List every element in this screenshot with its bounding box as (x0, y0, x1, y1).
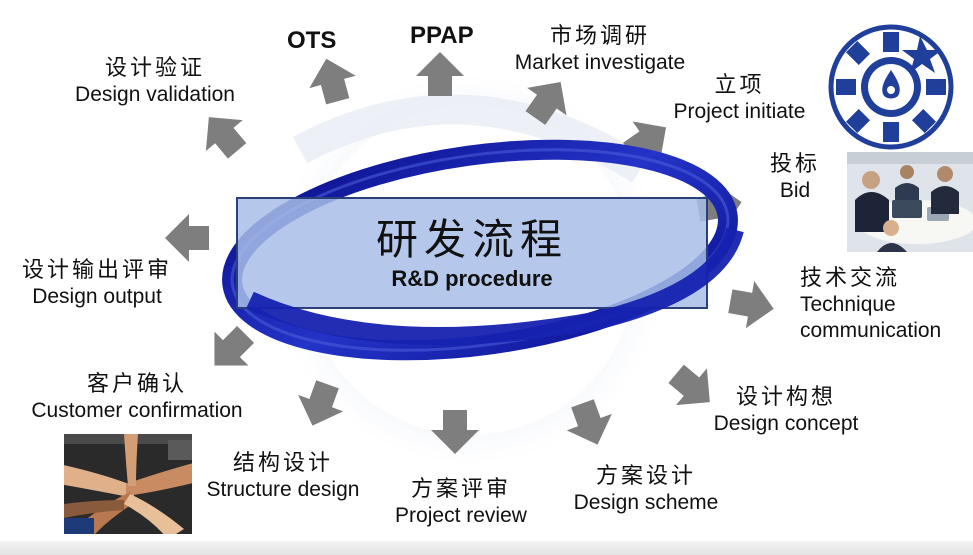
stacked-hands-photo (64, 434, 192, 534)
step-design-validation: 设计验证 Design validation (60, 56, 250, 108)
step-customer-confirmation: 客户确认 Customer confirmation (12, 372, 262, 424)
arrow-review (431, 410, 479, 454)
step-en: Design validation (75, 83, 235, 107)
company-emblem-icon (828, 24, 954, 150)
step-project-review: 方案评审 Project review (383, 477, 539, 529)
step-bid: 投标 Bid (760, 152, 830, 204)
step-market-investigate: 市场调研 Market investigate (500, 24, 700, 76)
flow-arrows (165, 52, 774, 454)
step-zh: 客户确认 (86, 372, 187, 397)
arrow-concept (668, 364, 710, 406)
ppap-label: PPAP (410, 22, 474, 49)
step-en: Bid (779, 179, 811, 203)
step-en: Design output (32, 285, 162, 309)
business-meeting-photo (847, 152, 973, 252)
step-en: Project initiate (673, 100, 806, 124)
step-en: Market investigate (514, 51, 686, 75)
step-zh: 方案评审 (410, 477, 511, 502)
step-zh: 设计验证 (104, 56, 205, 81)
step-zh: 结构设计 (232, 451, 333, 476)
step-design-output: 设计输出评审 Design output (12, 258, 182, 310)
step-design-scheme: 方案设计 Design scheme (560, 464, 732, 516)
arrow-scheme (566, 399, 612, 445)
step-project-initiate: 立项 Project initiate (662, 73, 817, 125)
step-zh: 投标 (769, 152, 820, 177)
center-title: 研发流程 (375, 215, 568, 264)
step-en: Technique communication (800, 293, 942, 342)
bottom-strip (0, 541, 973, 555)
arrow-output (165, 214, 209, 262)
arrow-to-ots (309, 58, 356, 105)
step-zh: 方案设计 (595, 464, 696, 489)
step-en: Design scheme (573, 491, 719, 515)
arrow-structure (298, 380, 344, 426)
arrow-to-ppap (416, 52, 464, 96)
step-en: Project review (395, 504, 527, 528)
step-en: Structure design (206, 478, 360, 502)
step-zh: 设计构想 (735, 385, 836, 410)
step-design-concept: 设计构想 Design concept (700, 385, 872, 437)
step-technique-communication: 技术交流 Technique communication (800, 266, 965, 343)
step-zh: 市场调研 (549, 24, 650, 49)
arrow-customer (214, 325, 255, 366)
ots-label: OTS (287, 27, 337, 54)
step-zh: 设计输出评审 (21, 258, 172, 283)
step-en: Customer confirmation (31, 399, 243, 423)
arrow-technique (728, 281, 774, 329)
step-zh: 立项 (714, 73, 765, 98)
arrow-market (525, 81, 567, 125)
step-en: Design concept (713, 412, 859, 436)
center-subtitle: R&D procedure (391, 266, 553, 291)
step-zh: 技术交流 (800, 266, 901, 291)
step-structure-design: 结构设计 Structure design (193, 451, 373, 503)
arrow-validation (205, 117, 247, 159)
